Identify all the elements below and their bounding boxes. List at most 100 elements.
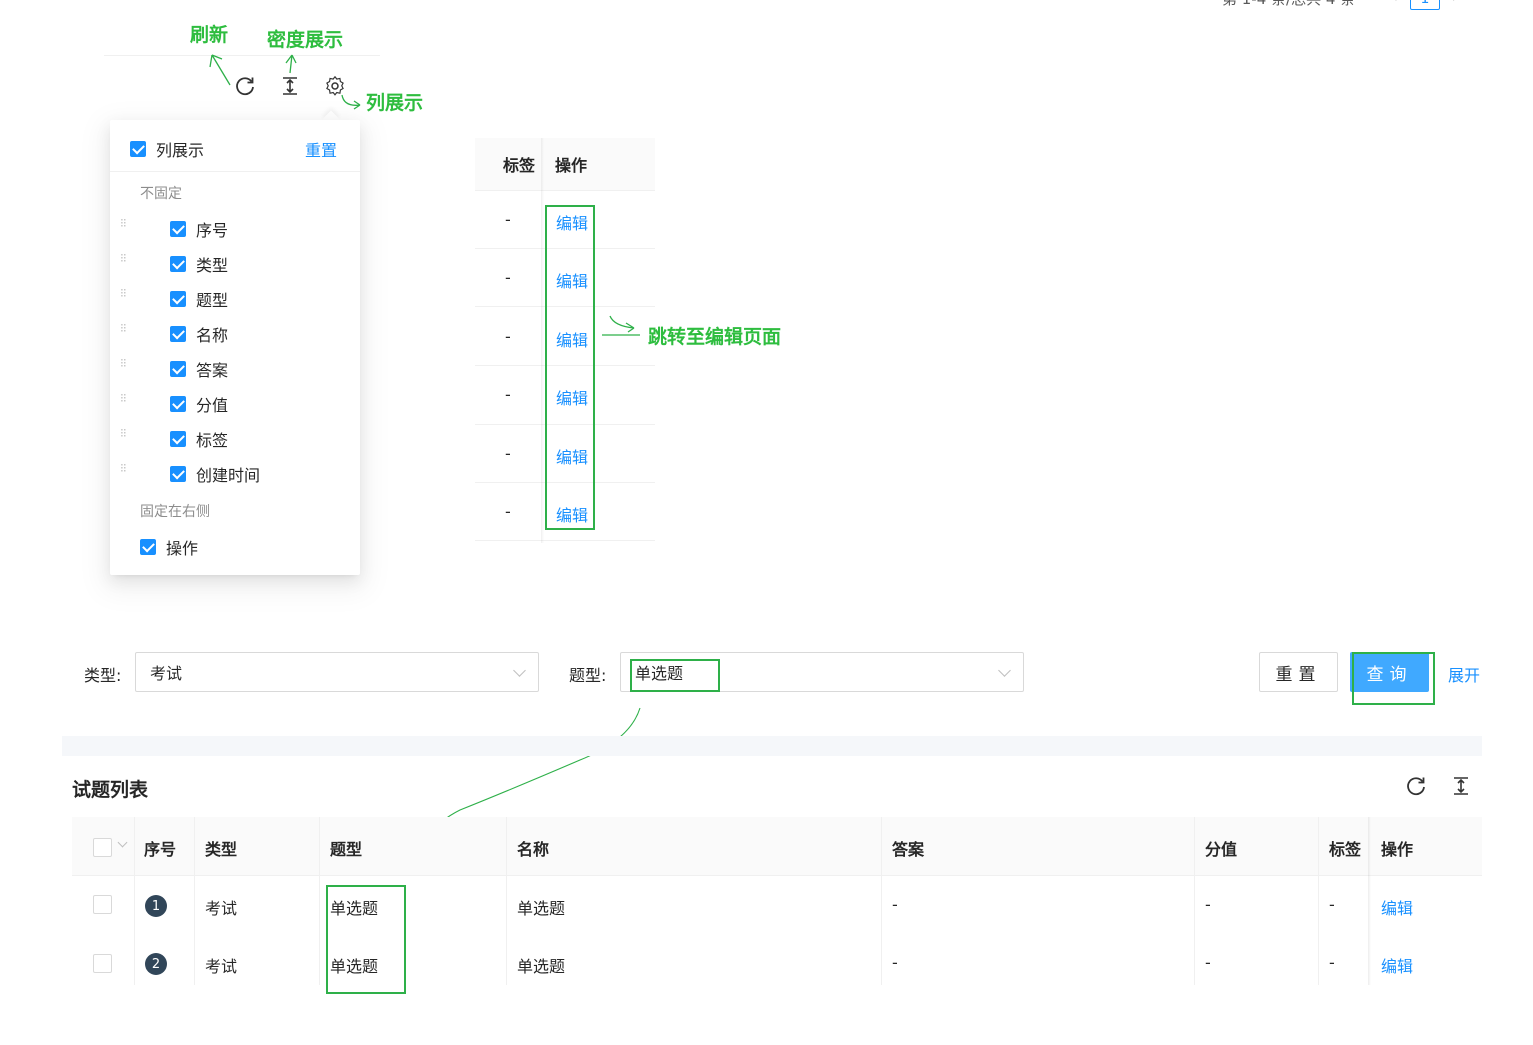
column-option[interactable]: 分值: [170, 392, 228, 416]
annotation-box-query: [1352, 652, 1435, 705]
column-checkbox[interactable]: [170, 291, 186, 307]
edit-link[interactable]: 编辑: [556, 506, 589, 525]
drag-handle-icon[interactable]: ⁝⁝: [120, 321, 127, 335]
drag-handle-icon[interactable]: ⁝⁝: [120, 251, 127, 265]
pagination-total-text: 第 1-4 条/总共 4 条: [1222, 0, 1355, 9]
edit-link[interactable]: 编辑: [556, 331, 589, 350]
column-checkbox[interactable]: [170, 361, 186, 377]
pagination-prev-icon[interactable]: ‹: [1392, 0, 1398, 6]
column-checkbox[interactable]: [170, 431, 186, 447]
column-checkbox[interactable]: [170, 256, 186, 272]
header-index: 序号: [144, 840, 177, 859]
table-row: [475, 424, 655, 483]
column-option[interactable]: 序号: [170, 217, 228, 241]
annotation-columns: 列展示: [366, 92, 424, 114]
header-score: 分值: [1205, 840, 1238, 859]
expand-link[interactable]: 展开: [1448, 666, 1481, 685]
reload-icon[interactable]: [1403, 773, 1429, 799]
table-row: [72, 934, 1482, 985]
cell-name: 单选题: [517, 957, 566, 976]
unfixed-section-label: 不固定: [140, 186, 182, 202]
column-height-icon[interactable]: [277, 73, 303, 99]
pagination-next-icon[interactable]: ›: [1452, 0, 1458, 6]
drag-handle-icon[interactable]: ⁝⁝: [120, 391, 127, 405]
section-divider-band: [62, 736, 1482, 756]
popover-divider: [110, 171, 360, 172]
column-option[interactable]: 名称: [170, 322, 228, 346]
column-option[interactable]: 标签: [170, 427, 228, 451]
row-checkbox[interactable]: [93, 954, 112, 973]
column-option[interactable]: 操作: [140, 535, 198, 559]
column-checkbox[interactable]: [140, 539, 156, 555]
column-separator: [881, 817, 882, 985]
edit-link[interactable]: 编辑: [556, 389, 589, 408]
header-answer: 答案: [892, 840, 925, 859]
question-type-label: 题型:: [569, 666, 607, 685]
column-setting-header: 列展示: [130, 137, 204, 161]
column-height-icon[interactable]: [1448, 773, 1474, 799]
table-row: [475, 482, 655, 541]
column-checkbox[interactable]: [170, 396, 186, 412]
column-separator: [506, 817, 507, 985]
cell-score: -: [1205, 895, 1211, 914]
type-select[interactable]: 考试: [135, 652, 539, 692]
fixed-right-section-label: 固定在右侧: [140, 504, 210, 520]
column-separator: [134, 817, 135, 985]
tag-cell: -: [505, 327, 511, 346]
column-checkbox[interactable]: [170, 221, 186, 237]
table-row: [72, 876, 1482, 935]
header-tag: 标签: [503, 156, 536, 175]
drag-handle-icon[interactable]: ⁝⁝: [120, 286, 127, 300]
column-option[interactable]: 题型: [170, 287, 228, 311]
setting-icon[interactable]: [322, 73, 348, 99]
table-row: [475, 366, 655, 425]
tag-cell: -: [505, 268, 511, 287]
table-snippet-header: [475, 138, 655, 191]
edit-link[interactable]: 编辑: [1381, 899, 1414, 918]
cell-score: -: [1205, 953, 1211, 972]
column-setting-popover: 列展示 重置 不固定 ⁝⁝ 序号 ⁝⁝ 类型 ⁝⁝ 题型 ⁝⁝ 名称 ⁝⁝ 答案…: [110, 120, 360, 575]
column-separator: [1318, 817, 1319, 985]
column-checkbox[interactable]: [170, 466, 186, 482]
drag-handle-icon[interactable]: ⁝⁝: [120, 356, 127, 370]
drag-handle-icon[interactable]: ⁝⁝: [120, 216, 127, 230]
annotation-edit-jump: 跳转至编辑页面: [648, 326, 782, 348]
annotation-arrow-edit: [602, 315, 640, 336]
question-type-select[interactable]: 单选题: [620, 652, 1024, 692]
cell-tag: -: [1329, 953, 1335, 972]
select-all-checkbox[interactable]: [130, 141, 146, 157]
reload-icon[interactable]: [232, 73, 258, 99]
column-option[interactable]: 创建时间: [170, 462, 260, 486]
reset-button[interactable]: 重置: [1259, 652, 1338, 692]
edit-link[interactable]: 编辑: [556, 272, 589, 291]
toolbar-divider: [104, 55, 380, 56]
edit-link[interactable]: 编辑: [556, 214, 589, 233]
edit-link[interactable]: 编辑: [556, 448, 589, 467]
column-checkbox[interactable]: [170, 326, 186, 342]
cell-tag: -: [1329, 895, 1335, 914]
table-snippet: 标签 操作 - 编辑 - 编辑 - 编辑 - 编辑 - 编辑 - 编辑: [475, 138, 655, 543]
table-row: [475, 248, 655, 307]
tag-cell: -: [505, 444, 511, 463]
column-setting-reset-link[interactable]: 重置: [305, 141, 338, 160]
edit-link[interactable]: 编辑: [1381, 957, 1414, 976]
header-tag: 标签: [1329, 840, 1362, 859]
header-type: 类型: [205, 840, 238, 859]
select-all-checkbox[interactable]: [93, 838, 112, 857]
table-title: 试题列表: [72, 779, 149, 801]
annotation-refresh: 刷新: [190, 24, 229, 46]
drag-handle-icon[interactable]: ⁝⁝: [120, 426, 127, 440]
annotation-box-qtype-column: [326, 885, 406, 994]
column-setting-title: 列展示: [156, 141, 205, 160]
annotation-box-edit-column: [545, 205, 595, 530]
column-separator: [319, 817, 320, 985]
header-action: 操作: [555, 156, 588, 175]
drag-handle-icon[interactable]: ⁝⁝: [120, 461, 127, 475]
question-type-select-value: 单选题: [635, 664, 684, 683]
chevron-down-icon: [998, 664, 1011, 677]
column-option[interactable]: 类型: [170, 252, 228, 276]
tag-cell: -: [505, 502, 511, 521]
pagination-page-1[interactable]: 1: [1410, 0, 1440, 10]
column-option[interactable]: 答案: [170, 357, 228, 381]
row-checkbox[interactable]: [93, 895, 112, 914]
